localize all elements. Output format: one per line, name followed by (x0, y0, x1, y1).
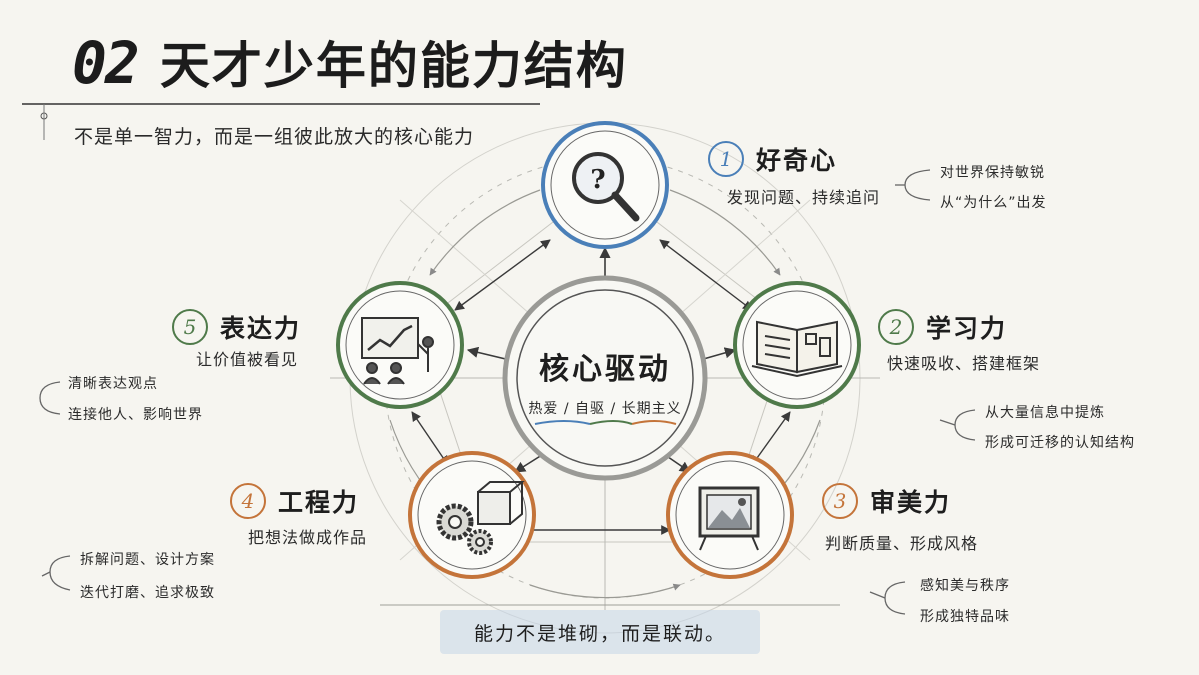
node-3-number: 3 (822, 483, 858, 519)
node-1-title: 好奇心 (756, 146, 838, 175)
node-4-desc: 把想法做成作品 (248, 528, 368, 547)
node-circle-1: ? (541, 121, 669, 249)
node-4-number: 4 (230, 483, 266, 519)
gears-cube-icon (436, 481, 525, 555)
node-5-label: 5 表达力 (172, 309, 301, 345)
framed-picture-icon (698, 486, 760, 551)
node-3-title: 审美力 (870, 488, 952, 517)
page-title-text: 天才少年的能力结构 (159, 37, 628, 95)
outer-ring-arrows (389, 189, 821, 599)
node-1-bullet-1: 对世界保持敏锐 (940, 165, 1045, 181)
node-5-number: 5 (172, 309, 208, 345)
node-3-desc: 判断质量、形成风格 (825, 534, 979, 553)
node-1-bullet-2: 从“为什么”出发 (940, 195, 1047, 211)
core-subtitle: 热爱 / 自驱 / 长期主义 (528, 401, 682, 417)
node-circle-4 (408, 451, 536, 579)
peer-link-arrows (411, 239, 791, 535)
node-3-bullet-2: 形成独特品味 (920, 609, 1010, 625)
node-2-desc: 快速吸收、搭建框架 (887, 354, 1041, 373)
node-4-bullet-2: 迭代打磨、追求极致 (80, 585, 215, 601)
node-2-bullet-1: 从大量信息中提炼 (985, 405, 1105, 421)
section-number: 02 (72, 29, 140, 97)
node-5-title: 表达力 (220, 314, 302, 343)
node-5-bullet-2: 连接他人、影响世界 (68, 407, 203, 423)
bullet-brackets (39, 169, 976, 615)
presentation-icon (361, 317, 434, 385)
node-3-label: 3 审美力 (822, 483, 951, 519)
node-circle-3 (666, 451, 794, 579)
open-book-icon (751, 320, 843, 378)
svg-text:?: ? (590, 165, 605, 195)
core-circle (502, 275, 708, 481)
node-3-bullet-1: 感知美与秩序 (920, 578, 1010, 594)
node-5-desc: 让价值被看见 (196, 350, 299, 369)
node-4-label: 4 工程力 (230, 483, 359, 519)
node-2-label: 2 学习力 (878, 309, 1007, 345)
page-title: 02 天才少年的能力结构 (72, 26, 628, 98)
node-circle-5 (336, 281, 464, 409)
node-2-number: 2 (878, 309, 914, 345)
node-1-number: 1 (708, 141, 744, 177)
core-title: 核心驱动 (539, 352, 671, 387)
node-2-bullet-2: 形成可迁移的认知结构 (985, 435, 1135, 451)
node-1-label: 1 好奇心 (708, 141, 837, 177)
node-5-bullet-1: 清晰表达观点 (68, 376, 158, 392)
magnifier-question-icon: ? (572, 152, 640, 222)
node-2-title: 学习力 (926, 314, 1008, 343)
footer-banner: 能力不是堆砌，而是联动。 (440, 610, 760, 654)
node-circle-2 (733, 281, 861, 409)
node-4-title: 工程力 (278, 488, 360, 517)
node-4-bullet-1: 拆解问题、设计方案 (80, 552, 215, 568)
node-1-desc: 发现问题、持续追问 (727, 188, 881, 207)
page-subtitle: 不是单一智力，而是一组彼此放大的核心能力 (74, 126, 475, 148)
